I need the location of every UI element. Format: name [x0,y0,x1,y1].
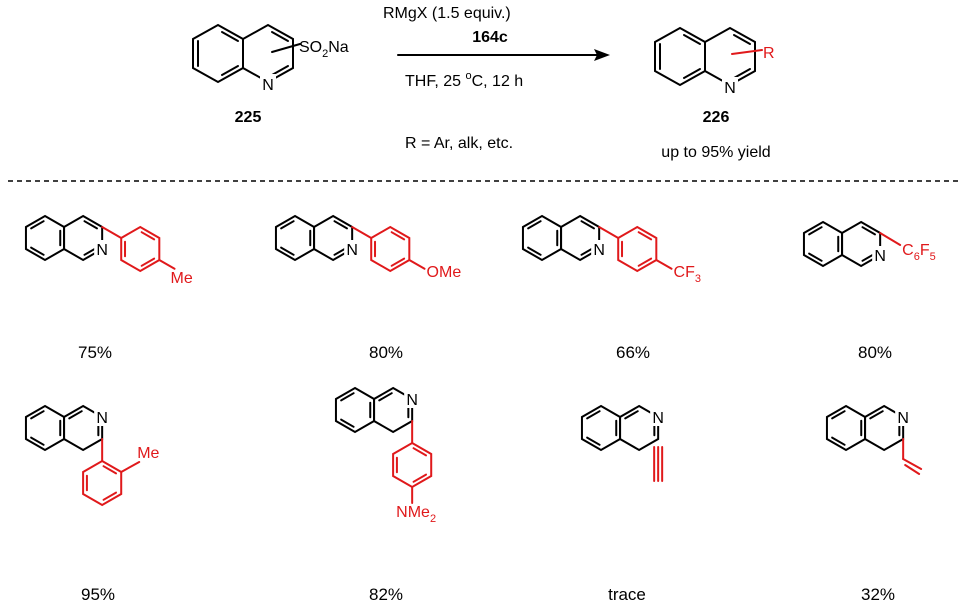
substituent-label: Me [137,445,159,462]
substituent-label: CF3 [674,264,701,285]
example-5: N Me 95% [24,404,160,604]
yield-label: 80% [369,343,403,362]
nitrogen-atom-label: N [593,242,605,259]
yield-label: 66% [616,343,650,362]
conditions: THF, 25 oC, 12 h [405,70,523,90]
example-3: N CF3 66% [521,214,701,362]
yield-label: 95% [81,585,115,604]
nitrogen-atom-label: N [874,248,886,265]
substituent-label: OMe [427,264,462,281]
yield-label: 32% [861,585,895,604]
nitrogen-atom-label: N [96,242,108,259]
example-6: N NMe2 82% [334,386,436,604]
example-4: N C6F5 80% [802,220,936,362]
yield-label: 82% [369,585,403,604]
example-2: N OMe 80% [274,214,462,362]
example-8: N 32% [825,404,923,604]
yield-label: 80% [858,343,892,362]
sm-substituent: SO2Na [299,39,349,60]
yield-label: 75% [78,343,112,362]
nitrogen-atom-label: N [96,410,108,427]
yield-label: trace [608,585,646,604]
nitrogen-atom-label: N [897,410,909,427]
sm-n-atom: N [262,77,274,94]
example-1: N Me 75% [24,214,193,362]
nitrogen-atom-label: N [406,392,418,409]
product-yield-note: up to 95% yield [661,144,770,161]
nitrogen-atom-label: N [652,410,664,427]
substituent-label: C6F5 [902,242,936,263]
r-definition: R = Ar, alk, etc. [405,135,513,152]
product-n-atom: N [724,80,736,97]
quinoline-sulfinate-structure: N SO2Na [192,23,349,94]
product-compound-label: 226 [703,109,730,126]
substituent-label: NMe2 [396,504,436,525]
reagent-line: RMgX (1.5 equiv.) [383,5,511,22]
arrow-head [594,49,610,61]
sm-compound-label: 225 [235,109,262,126]
substituent-label: Me [171,270,193,287]
nitrogen-atom-label: N [346,242,358,259]
product-r-group: R [763,45,775,62]
reagent-code: 164c [472,29,508,46]
substituted-quinoline-structure: N R [654,26,775,97]
substrate-scope: N Me 75% N OMe 80% N CF3 66% N C6F5 80% N Me 95% N NMe2 8… [24,214,936,604]
